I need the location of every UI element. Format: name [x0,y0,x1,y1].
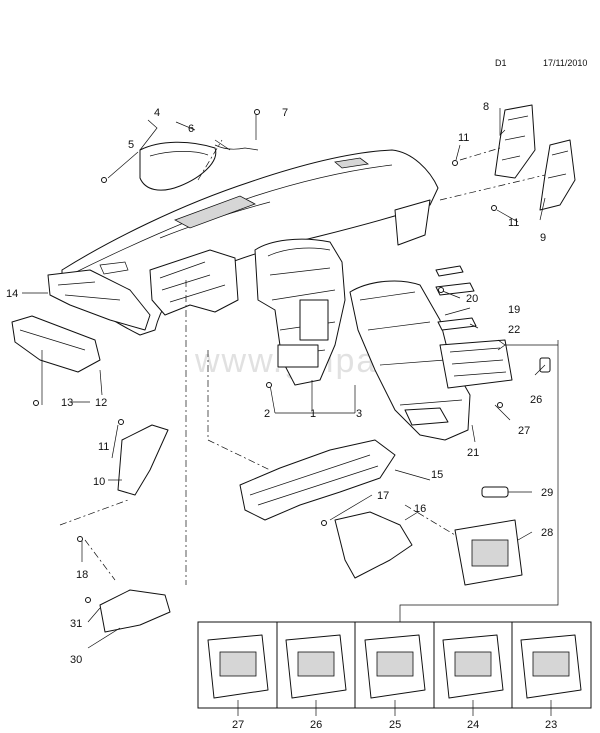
callout-12: 12 [95,397,107,409]
callout-33: 31 [70,618,82,630]
left-knee-bolster [47,269,151,331]
callout-22: 22 [508,324,520,336]
callout-23: 23 [545,719,557,731]
variant-24 [442,634,504,699]
callout-13: 13 [61,397,73,409]
right-vent-lower [539,139,576,211]
radio-unit [454,519,523,586]
callout-6: 6 [188,123,194,135]
callout-10: 10 [93,476,105,488]
fasteners [33,109,503,603]
callout-20: 20 [466,293,478,305]
callout-14: 14 [6,288,18,300]
callout-9: 9 [540,232,546,244]
callout-27: 27 [232,719,244,731]
callout-2: 2 [264,408,270,420]
floor-console [349,280,471,441]
callout-26: 26 [310,719,322,731]
variant-23 [520,634,582,699]
lower-trim-panel [334,511,413,579]
callout-32: 30 [70,654,82,666]
center-console-frame [254,238,346,386]
switch-panel [435,265,513,389]
callout-31: 29 [541,487,553,499]
variant-26 [285,634,347,699]
callout-28: 26 [530,394,542,406]
connector [481,486,509,498]
a-pillar-trim [117,424,169,496]
callout-29: 27 [518,425,530,437]
callout-15: 15 [431,469,443,481]
callout-3: 3 [356,408,362,420]
leader-lines-dashed [59,139,546,585]
callout-17: 17 [377,490,389,502]
lower-console-bracket [239,439,396,521]
callout-8: 8 [483,101,489,113]
diagram-date: 17/11/2010 [543,58,587,68]
leader-lines [22,108,559,649]
callout-5: 5 [128,139,134,151]
callout-30: 28 [541,527,553,539]
variant-27 [207,634,269,699]
callout-1: 1 [310,408,316,420]
variant-box [197,621,592,716]
callout-25: 25 [389,719,401,731]
callout-19: 19 [508,304,520,316]
callout-24: 24 [467,719,479,731]
callout-11c: 11 [508,217,519,229]
callout-21: 21 [467,447,479,459]
variant-25 [364,634,426,699]
callout-labels: 1 2 3 4 5 6 7 8 9 10 11 11 11 12 13 14 1… [6,101,557,731]
callout-7: 7 [282,107,288,119]
callout-4: 4 [154,107,160,119]
left-end-cap [11,315,101,373]
diagram-code: D1 [495,58,507,68]
speaker-cover [139,141,217,191]
callout-11a: 11 [98,441,109,453]
sensor-wire [214,144,259,151]
callout-18: 18 [76,569,88,581]
callout-16: 16 [414,503,426,515]
callout-11b: 11 [458,132,469,144]
right-vent-upper [494,104,536,179]
instrument-panel [61,149,439,336]
lower-bracket-cover [99,589,171,633]
